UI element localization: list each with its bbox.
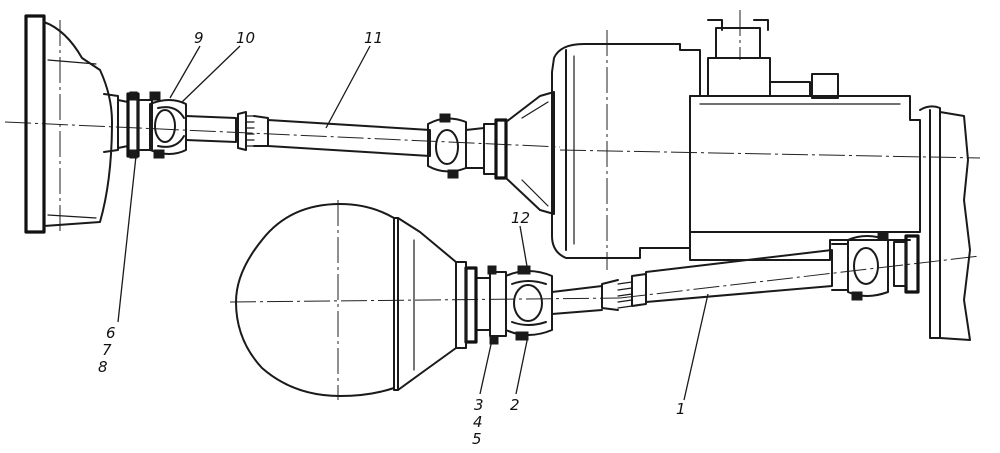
rear-universal-joint-lower	[475, 265, 553, 345]
callout-10: 10	[236, 29, 255, 47]
transfer-case	[505, 19, 971, 341]
callout-6: 6	[106, 324, 116, 342]
callout-12: 12	[511, 209, 530, 227]
callout-1: 1	[676, 400, 686, 418]
callout-labels: 9 10 11 12 6 7 8 3 4 5 2 1	[98, 29, 686, 448]
callout-8: 8	[98, 358, 108, 376]
callout-2: 2	[510, 396, 520, 414]
center-lines	[4, 10, 981, 400]
rear-universal-joint-upper	[831, 231, 920, 301]
callout-9: 9	[194, 29, 204, 47]
rear-axle-housing	[235, 203, 478, 397]
callout-5: 5	[472, 430, 482, 448]
front-universal-joint	[126, 91, 187, 159]
leader-lines	[117, 45, 709, 401]
middle-universal-joint	[427, 113, 508, 180]
front-axle-housing	[24, 14, 129, 234]
front-propeller-shaft	[185, 111, 431, 157]
callout-4: 4	[473, 413, 483, 431]
rear-propeller-shaft	[551, 249, 833, 315]
callout-3: 3	[474, 396, 484, 414]
callout-11: 11	[364, 29, 383, 47]
callout-7: 7	[102, 341, 112, 359]
